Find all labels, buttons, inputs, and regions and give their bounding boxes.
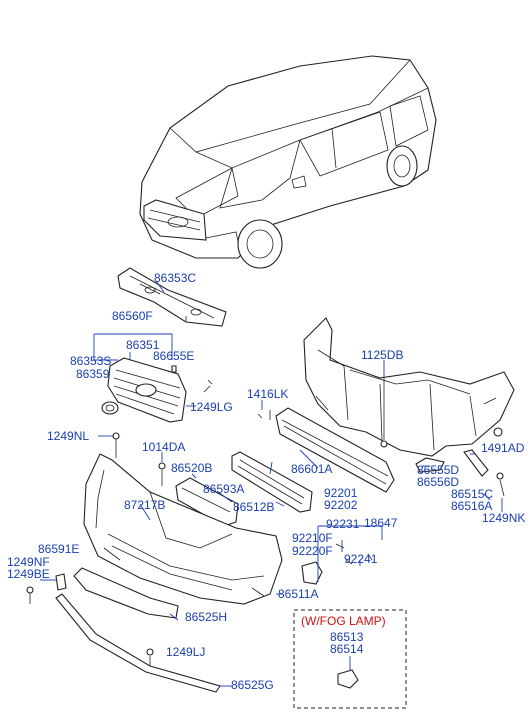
label-1249NF: 1249NF — [7, 555, 50, 569]
label-1249LJ: 1249LJ — [166, 645, 206, 659]
vehicle-illustration — [139, 55, 437, 269]
upper-cover-parts — [117, 267, 227, 327]
front-end-module — [303, 317, 515, 457]
label-86520B: 86520B — [171, 461, 213, 475]
label-92241: 92241 — [344, 552, 378, 566]
fasteners — [26, 432, 154, 666]
label-86513: 86513 — [330, 630, 364, 644]
label-1491AD: 1491AD — [481, 441, 525, 455]
label-86515C: 86515C — [451, 487, 494, 501]
label-1416LK: 1416LK — [247, 387, 289, 401]
label-86556D: 86556D — [417, 475, 460, 489]
label-92201: 92201 — [324, 486, 358, 500]
label-86655E: 86655E — [153, 349, 195, 363]
bumper-cover — [83, 453, 283, 605]
label-86601A: 86601A — [291, 462, 333, 476]
fog-lamp-title: (W/FOG LAMP) — [301, 614, 386, 628]
label-86516A: 86516A — [451, 499, 493, 513]
label-92210F: 92210F — [292, 531, 333, 545]
label-1249BE: 1249BE — [7, 567, 50, 581]
label-1125DB: 1125DB — [361, 348, 404, 362]
label-86512B: 86512B — [233, 500, 275, 514]
bumper-beam — [257, 380, 395, 493]
label-92220F: 92220F — [292, 544, 333, 558]
radiator-grille — [93, 333, 213, 423]
label-86353S: 86353S — [70, 354, 112, 368]
fog-lamp-parts — [293, 543, 407, 709]
label-86351: 86351 — [126, 338, 160, 352]
label-86353C: 86353C — [154, 271, 197, 285]
bumper-brackets — [415, 427, 505, 497]
label-86511A: 86511A — [278, 587, 319, 601]
label-86525H: 86525H — [185, 610, 228, 624]
label-1249NL: 1249NL — [47, 429, 90, 443]
label-86591E: 86591E — [38, 542, 80, 556]
label-92202: 92202 — [324, 498, 358, 512]
leader-lines — [40, 360, 503, 687]
label-92231: 92231 — [326, 517, 360, 531]
label-1249LG: 1249LG — [190, 400, 233, 414]
label-1249NK: 1249NK — [482, 511, 526, 525]
label-86560F: 86560F — [112, 309, 153, 323]
label-86525G: 86525G — [231, 678, 274, 692]
label-18647: 18647 — [364, 516, 398, 530]
label-86593A: 86593A — [203, 482, 245, 496]
label-1014DA: 1014DA — [142, 440, 186, 454]
label-86514: 86514 — [330, 642, 364, 656]
bumper-absorber — [158, 451, 313, 527]
label-87217B: 87217B — [124, 498, 166, 512]
label-86359: 86359 — [76, 367, 110, 381]
label-86555D: 86555D — [417, 463, 460, 477]
